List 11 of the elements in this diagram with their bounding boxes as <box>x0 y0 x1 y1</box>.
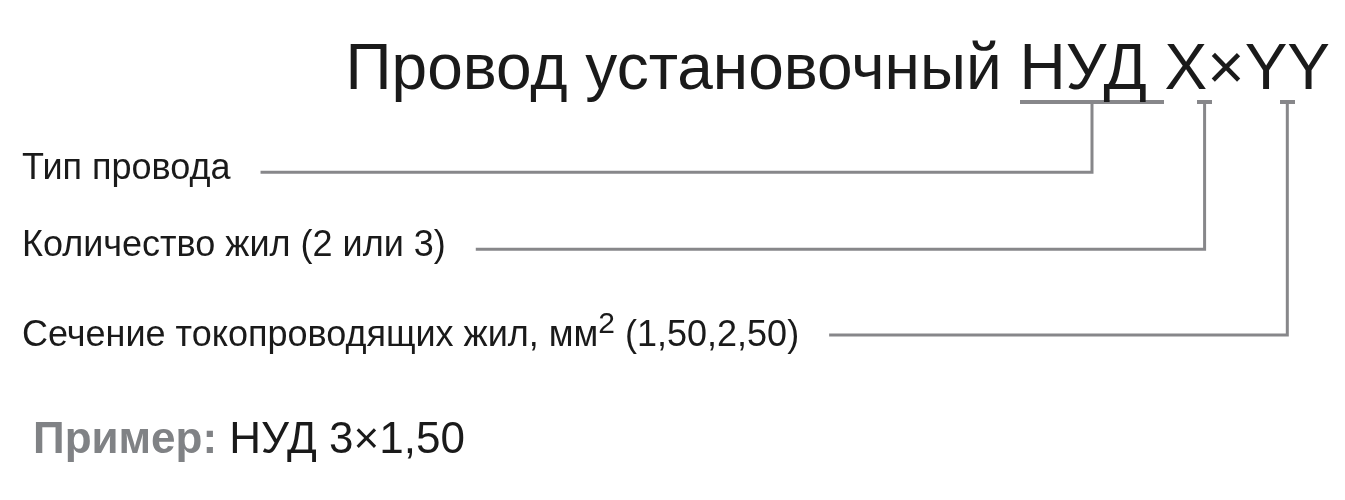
example-text: Пример: НУД 3×1,50 <box>33 412 465 464</box>
underline-bracket <box>1197 100 1213 104</box>
description-text: Количество жил (2 или 3) <box>22 222 446 266</box>
leader-line <box>829 104 1289 337</box>
underline-bracket <box>1020 100 1164 104</box>
underline-bracket <box>1279 100 1295 104</box>
title-text: Провод установочный НУД X×YY <box>345 30 1330 105</box>
description-text: Сечение токопроводящих жил, мм$^{2}$ (1,50,2,50) <box>22 301 800 356</box>
leader-line <box>475 104 1207 251</box>
description-text: Тип провода <box>22 145 231 189</box>
leader-line <box>260 104 1094 174</box>
